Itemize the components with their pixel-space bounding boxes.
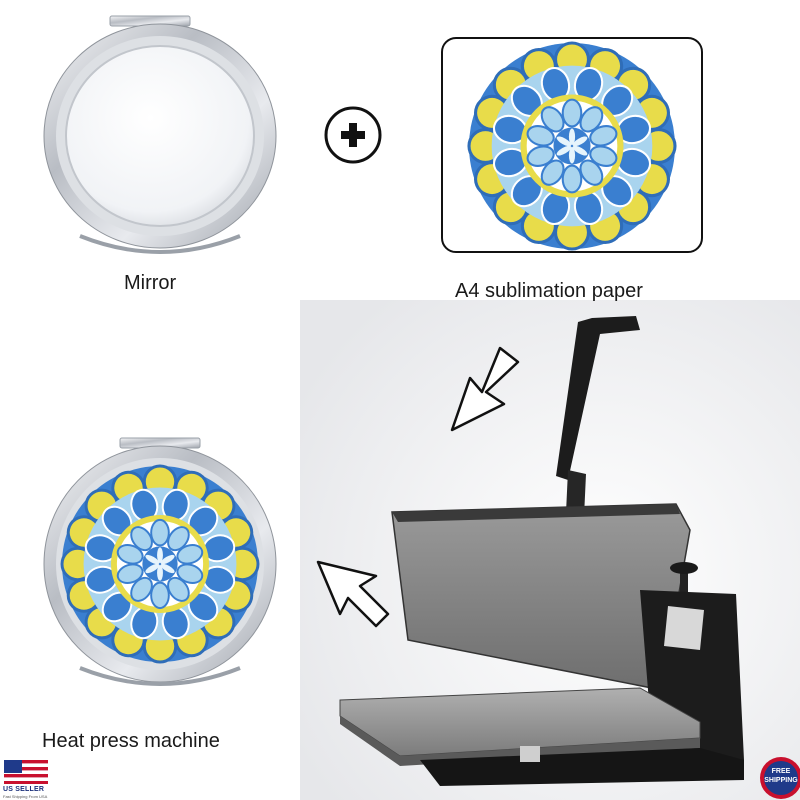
free-shipping-badge-icon — [760, 757, 800, 799]
sublimation-paper — [441, 37, 703, 253]
us-flag-icon — [4, 760, 48, 784]
printed-mirror — [43, 437, 277, 686]
plus-icon — [324, 106, 382, 164]
free-shipping-label-2: SHIPPING — [764, 777, 798, 784]
arrow-down-left-icon — [450, 346, 520, 432]
sublimation-paper-caption: A4 sublimation paper — [455, 280, 643, 302]
us-seller-sublabel: Fast Shipping From USA — [3, 794, 48, 799]
mirror-caption: Mirror — [124, 272, 177, 294]
blank-mirror — [43, 15, 277, 254]
us-seller-label: US SELLER — [3, 786, 45, 793]
arrow-up-left-icon — [316, 560, 390, 628]
heat-press-caption: Heat press machine — [42, 730, 220, 752]
heat-press-machine — [339, 316, 744, 786]
free-shipping-label-1: FREE — [771, 768, 791, 775]
